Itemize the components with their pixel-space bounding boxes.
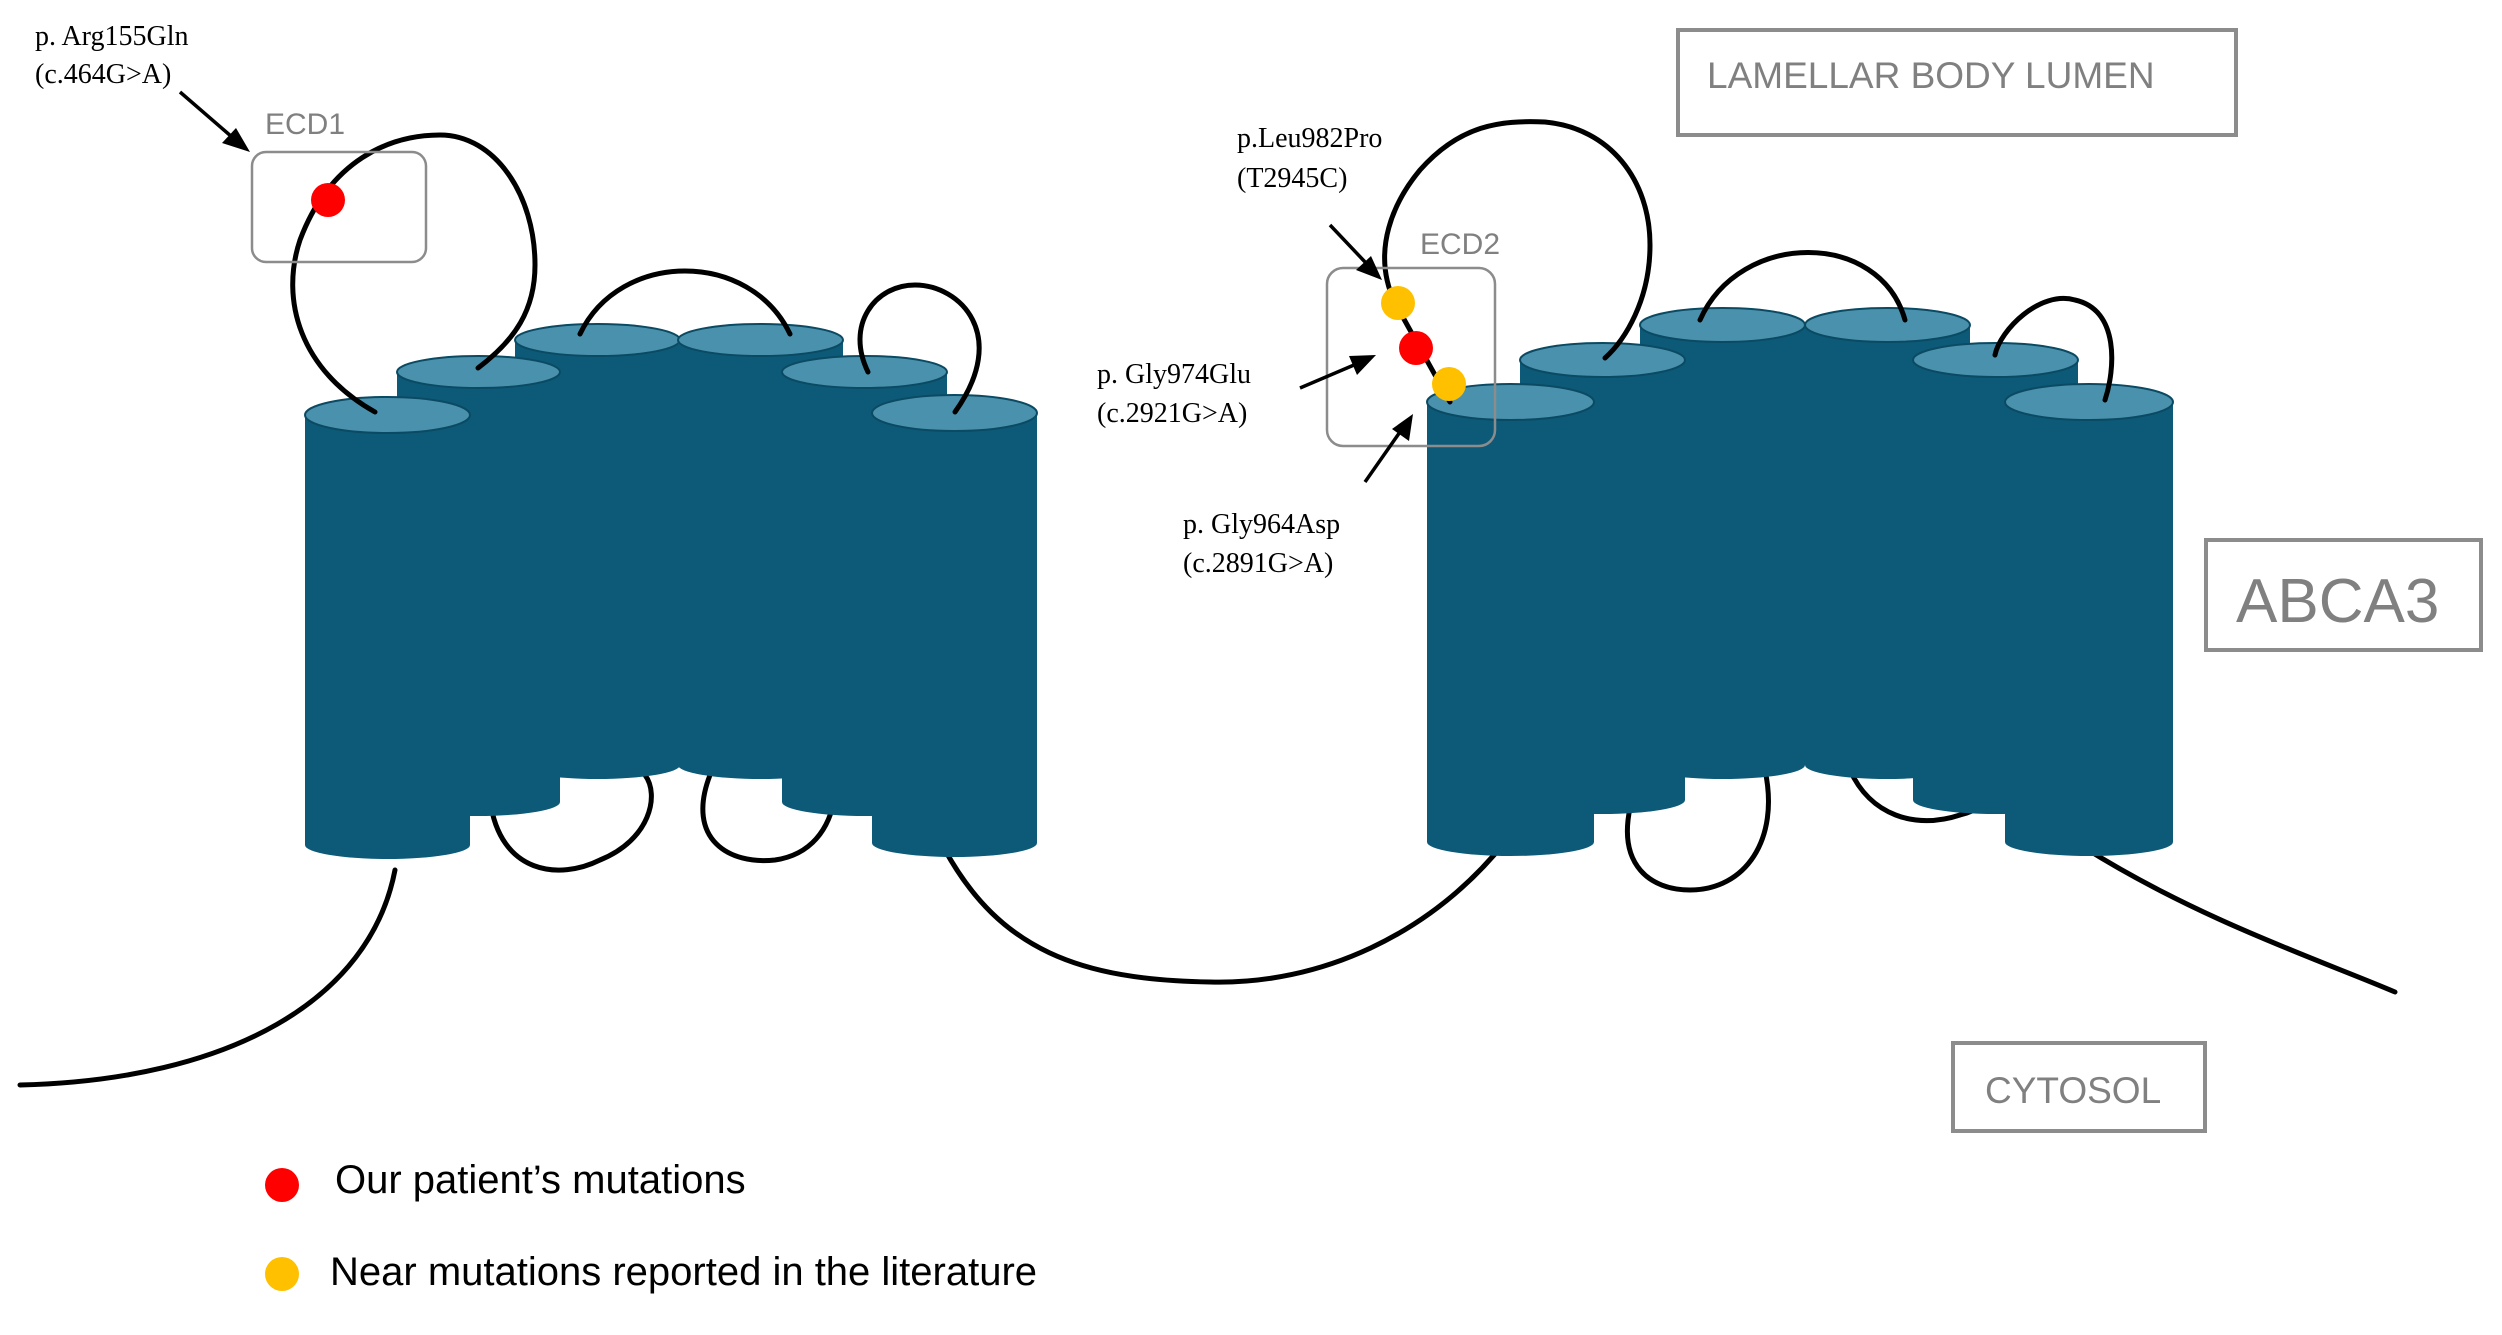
- ecd2-box: [1325, 266, 1497, 448]
- lumen-label: LAMELLAR BODY LUMEN: [1707, 55, 2155, 96]
- left-domain: [304, 323, 1038, 859]
- protein-label: ABCA3: [2236, 567, 2439, 636]
- cyto-loop-3: [1625, 767, 1771, 893]
- n-terminal-tail: [17, 867, 398, 1088]
- helix-tm1: [304, 396, 471, 859]
- annotation-arrows: [178, 90, 1413, 484]
- lumen-label-box: [1676, 28, 2238, 137]
- mutation-gly964asp-protein: p. Gly964Asp: [1183, 509, 1340, 540]
- ecd1-label: ECD1: [265, 108, 345, 141]
- mutation-marker-gly964asp: [1432, 367, 1466, 401]
- lumen-loop-3: [1697, 250, 1908, 323]
- legend: Our patient’s mutations Near mutations r…: [265, 1158, 1037, 1294]
- mutation-arg155gln-protein: p. Arg155Gln: [35, 21, 189, 52]
- mutation-gly974glu-protein: p. Gly974Glu: [1097, 359, 1251, 390]
- lumen-loop-4: [1992, 295, 2115, 403]
- ecd2-loop: [1382, 119, 1653, 405]
- helix-tm7: [1426, 383, 1595, 856]
- mutation-arg155gln-cdna: (c.464G>A): [35, 59, 171, 90]
- mutation-marker-gly974glu: [1399, 331, 1433, 365]
- mutation-marker-leu982pro: [1381, 286, 1415, 320]
- protein-label-box: [2204, 538, 2483, 652]
- mutation-leu982pro-protein: p.Leu982Pro: [1237, 123, 1382, 154]
- lumen-loop-2: [857, 282, 982, 415]
- ecd2-label: ECD2: [1420, 228, 1500, 261]
- cytosol-label-box: [1951, 1041, 2207, 1133]
- loops-front: [290, 119, 2115, 415]
- cyto-loop-2: [700, 772, 838, 864]
- arrow-gly974glu: [1299, 355, 1376, 390]
- cyto-loop-1: [487, 772, 654, 873]
- legend-yellow-marker-icon: [265, 1257, 299, 1291]
- loops-back: [17, 767, 2398, 1088]
- arrow-arg155gln: [178, 90, 250, 152]
- mutation-marker-arg155gln: [311, 183, 345, 217]
- c-terminal-tail: [2082, 845, 2398, 995]
- ecd1-loop: [290, 132, 538, 415]
- lumen-loop-1: [577, 268, 793, 337]
- legend-label-literature: Near mutations reported in the literatur…: [330, 1250, 1037, 1294]
- mutation-leu982pro-cdna: (T2945C): [1237, 163, 1347, 194]
- arrow-gly964asp: [1363, 414, 1413, 484]
- linker-loop: [942, 839, 1508, 985]
- mutation-gly964asp-cdna: (c.2891G>A): [1183, 548, 1333, 579]
- helix-tm12: [2004, 383, 2174, 856]
- right-domain: [1426, 307, 2174, 856]
- legend-red-marker-icon: [265, 1168, 299, 1202]
- legend-label-patient: Our patient’s mutations: [335, 1158, 746, 1202]
- arrow-leu982pro: [1328, 223, 1382, 280]
- helix-tm6: [871, 394, 1038, 857]
- mutation-gly974glu-cdna: (c.2921G>A): [1097, 398, 1247, 429]
- ecd1-box: [250, 150, 428, 264]
- cytosol-label: CYTOSOL: [1985, 1070, 2161, 1111]
